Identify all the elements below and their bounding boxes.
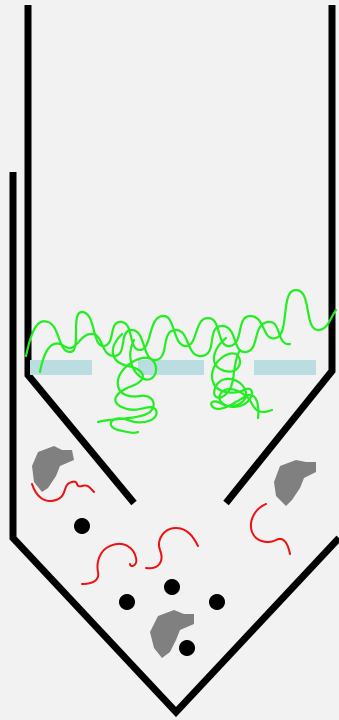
membrane [30,360,316,375]
insert-right-wall [226,5,332,503]
dot [179,640,195,656]
dot [209,594,225,610]
membrane-segment [254,360,316,375]
dot [164,579,180,595]
dot [119,594,135,610]
inner-filter-insert [28,5,332,503]
red-chain [251,504,290,554]
particles [32,446,316,658]
dot [74,518,90,534]
insert-left-wall [28,5,134,503]
red-chain [82,544,136,584]
red-chain [146,528,198,568]
polymer-strand [26,290,336,356]
particle [274,460,316,506]
membrane-segment [138,360,204,375]
red-chains [32,482,290,584]
dots [74,518,225,656]
